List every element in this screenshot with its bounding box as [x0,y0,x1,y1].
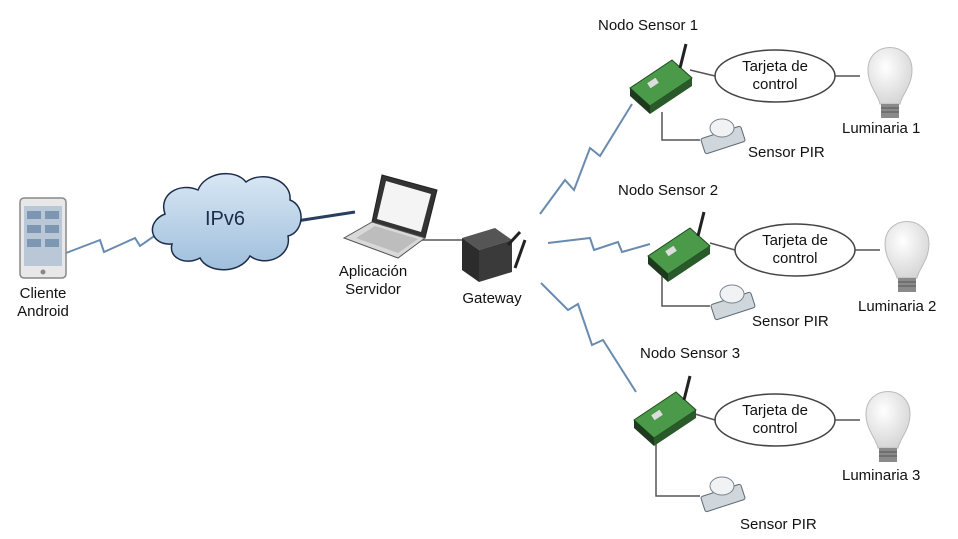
lamp-label: Luminaria 2 [858,298,937,315]
pir-sensor-label: Sensor PIR [740,516,817,533]
light-bulb-icon [867,47,913,118]
wireless-link-gateway-node2 [547,236,651,254]
node-title: Nodo Sensor 3 [640,345,741,362]
control-board-label: Tarjeta de control [720,58,830,94]
lamp-label: Luminaria 1 [842,120,921,137]
cloud-label: IPv6 [205,208,246,230]
pir-sensor-label: Sensor PIR [748,144,825,161]
server-label: Aplicación Servidor [330,263,416,299]
control-board-label-line2: control [772,250,818,267]
wireless-link-client-cloud [65,231,161,254]
lamp-label: Luminaria 3 [842,467,921,484]
control-board-ellipse [734,223,856,277]
control-board-ellipse [714,393,836,447]
control-board-label-line2: control [752,76,798,93]
client-label-line1: Cliente [19,285,67,302]
control-board-label: Tarjeta de control [720,402,830,438]
gateway-icon [462,228,527,282]
control-board-label-line1: Tarjeta de [742,402,808,419]
laptop-server-icon [342,174,438,259]
client-label: Cliente Android [8,285,78,321]
light-bulb-icon [884,221,930,292]
pir-sensor-label: Sensor PIR [752,313,829,330]
control-board-label: Tarjeta de control [740,232,850,268]
node-title: Nodo Sensor 1 [598,17,699,34]
wireless-link-gateway-node3 [540,282,637,393]
pir-sensor-icon [700,476,746,513]
sensor-board-icon [647,211,711,282]
server-label-line2: Servidor [345,281,401,298]
control-board-label-line1: Tarjeta de [742,58,808,75]
pir-sensor-icon [700,118,746,155]
server-label-line1: Aplicación [338,263,408,280]
sensor-board-icon [633,375,697,446]
gateway-label: Gateway [462,290,522,307]
android-phone-icon [19,197,67,279]
wireless-link-gateway-node1 [539,103,633,215]
control-board-label-line1: Tarjeta de [762,232,828,249]
light-bulb-icon [865,391,911,462]
node-title: Nodo Sensor 2 [618,182,719,199]
pir-sensor-icon [710,284,756,321]
client-label-line2: Android [17,303,69,320]
control-board-ellipse [714,49,836,103]
ipv6-cloud-icon [151,172,302,271]
control-board-label-line2: control [752,420,798,437]
sensor-board-icon [629,43,693,114]
